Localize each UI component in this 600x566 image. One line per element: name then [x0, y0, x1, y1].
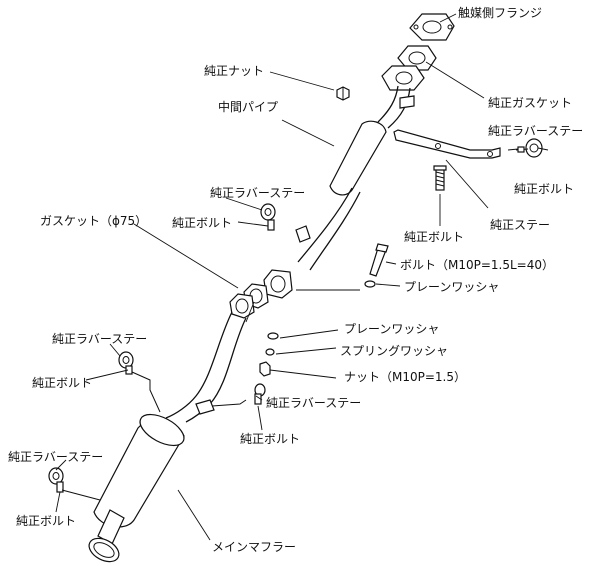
- main-muffler-part: [88, 413, 185, 563]
- label-rubber-stay-lower-mid: 純正ラバーステー: [266, 396, 362, 410]
- label-spring-washer: スプリングワッシャ: [340, 344, 449, 358]
- label-mid-pipe: 中間パイプ: [218, 100, 279, 114]
- label-oem-gasket: 純正ガスケット: [488, 96, 573, 110]
- oem-nut-part: [336, 86, 350, 101]
- label-bolt-lower-mid: 純正ボルト: [240, 432, 301, 446]
- label-rubber-stay-top-right: 純正ラバーステー: [488, 124, 584, 138]
- bolt-m10-part: [364, 243, 389, 288]
- label-main-muffler: メインマフラー: [212, 540, 297, 554]
- rubber-stay-bottom-left-part: [48, 467, 101, 501]
- label-bolt-m10: ボルト（M10P=1.5L=40）: [400, 258, 555, 272]
- bolt-top-center-part: [433, 165, 447, 191]
- label-catalyst-flange: 触媒側フランジ: [458, 6, 543, 20]
- mid-pipe-flange: [381, 65, 425, 91]
- label-rubber-stay-mid: 純正ラバーステー: [210, 186, 306, 200]
- rubber-stay-left-part: [118, 351, 161, 413]
- label-bolt-top-right: 純正ボルト: [514, 182, 575, 196]
- mid-pipe-part: [295, 85, 415, 271]
- label-rubber-stay-left: 純正ラバーステー: [52, 332, 148, 346]
- rear-pipe-part: [165, 311, 247, 423]
- label-bolt-top-center: 純正ボルト: [404, 230, 465, 244]
- label-oem-nut: 純正ナット: [204, 64, 265, 78]
- label-bolt-bottom-left: 純正ボルト: [16, 514, 77, 528]
- rubber-stay-lower-mid-part: [254, 383, 266, 405]
- washers-nut-parts: [259, 332, 279, 377]
- rubber-stay-top-right-part: [515, 138, 543, 158]
- joint-flanges: [229, 269, 293, 319]
- label-nut-m10: ナット（M10P=1.5）: [344, 370, 466, 384]
- label-plain-washer-2: プレーンワッシャ: [344, 322, 440, 336]
- oem-stay-part: [393, 129, 501, 159]
- label-bolt-left: 純正ボルト: [32, 376, 93, 390]
- rubber-stay-mid-part: [260, 203, 276, 231]
- label-bolt-mid: 純正ボルト: [172, 216, 233, 230]
- label-plain-washer-1: プレーンワッシャ: [404, 280, 500, 294]
- label-oem-stay: 純正ステー: [490, 218, 551, 232]
- label-rubber-stay-bottom-left: 純正ラバーステー: [8, 450, 104, 464]
- label-gasket-75: ガスケット（ϕ75）: [40, 214, 148, 228]
- leader-lines: [55, 13, 549, 541]
